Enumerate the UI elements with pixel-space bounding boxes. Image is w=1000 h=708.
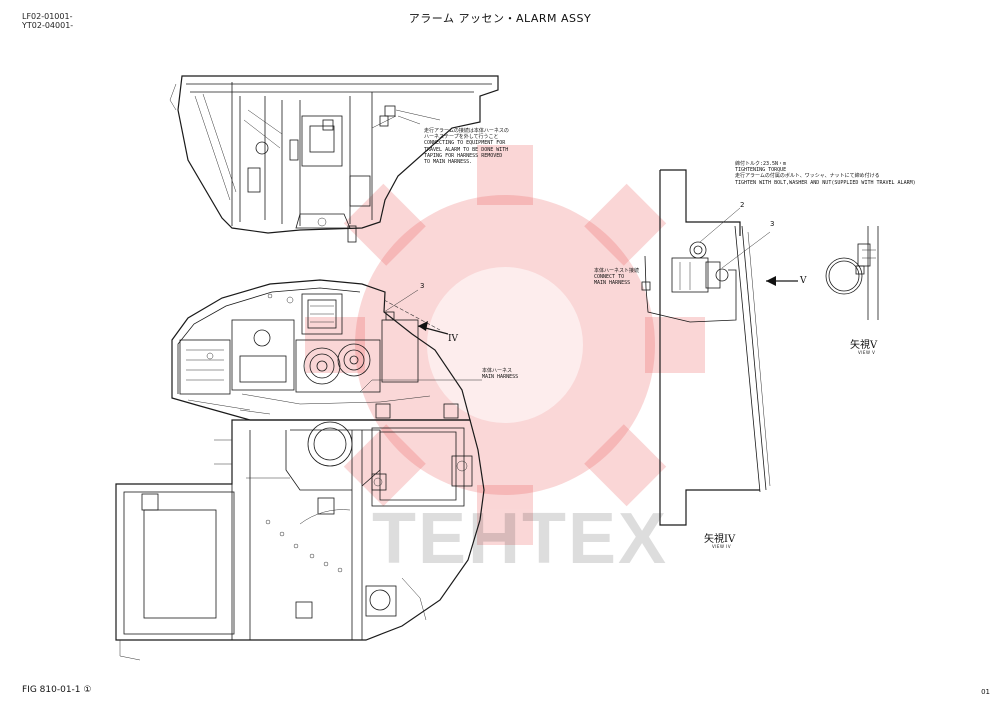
callout-part-2: 2 xyxy=(740,201,745,209)
model-code-2: YT02-04001- xyxy=(22,21,74,30)
figure-number: FIG 810-01-1 ① xyxy=(22,685,92,695)
callout-part-3-right: 3 xyxy=(770,220,775,228)
callout-part-3-left: 3 xyxy=(420,282,425,290)
page-number: 01 xyxy=(981,688,990,696)
torque-note: 締付トルク:23.5N・m TIGHTENING TORQUE 走行アラームの付… xyxy=(735,161,916,186)
view-iv-title: 矢視IV xyxy=(704,534,736,545)
leader-main-harness xyxy=(359,379,482,393)
arrow-iv-label: IV xyxy=(448,334,459,344)
leader-part-3 xyxy=(383,289,419,313)
view-iv-subtitle: VIEW IV xyxy=(712,544,732,549)
main-harness-note: 本体ハーネス MAIN HARNESS xyxy=(482,368,519,381)
arrow-v-label: V xyxy=(800,276,807,286)
arrow-iv-mark xyxy=(417,321,449,335)
detail-view-v xyxy=(825,226,879,320)
model-code-1: LF02-01001- xyxy=(22,12,73,21)
view-v-subtitle: VIEW V xyxy=(858,350,876,355)
detail-view-iv xyxy=(641,169,798,526)
travel-alarm-note: 走行アラームの接続は本体ハーネスの ハーネステープを外して行うこと CONNEC… xyxy=(424,128,509,166)
leader-travel-alarm xyxy=(397,115,421,125)
connect-main-harness-note: 本体ハーネスト接続 CONNECT TO MAIN HARNESS xyxy=(594,268,640,287)
watermark-text: TEHTEX xyxy=(372,499,669,579)
middle-frame-assembly xyxy=(171,279,471,421)
upper-frame-assembly xyxy=(169,75,499,243)
view-v-title: 矢視V xyxy=(850,340,878,351)
page-title: アラーム アッセン・ALARM ASSY xyxy=(408,12,592,25)
lower-frame-assembly xyxy=(115,403,485,661)
